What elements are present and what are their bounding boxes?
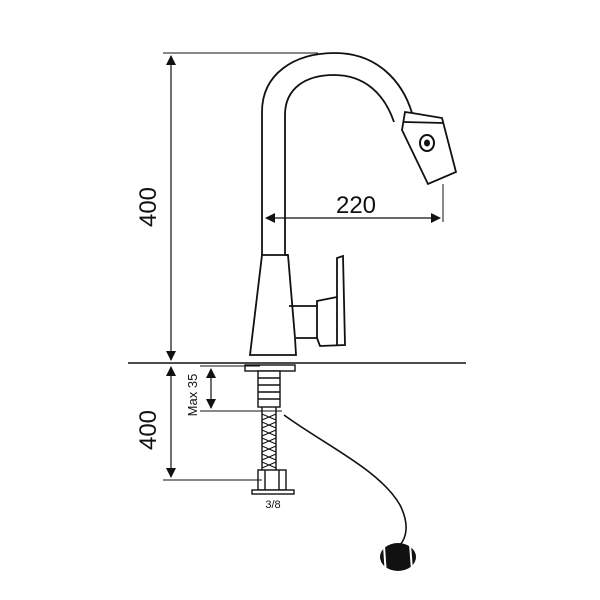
max-thickness-label: Max 35 (185, 374, 200, 417)
reach-dimension-label: 220 (336, 192, 376, 219)
hose-dimension-label: 400 (135, 410, 162, 450)
spout-outer (261, 52, 413, 255)
faucet-base (248, 254, 297, 356)
handle-lever (289, 254, 346, 347)
mounting-assembly (244, 364, 296, 495)
mounting-nut (257, 370, 281, 408)
hose-weight (380, 543, 416, 577)
hose-connector (257, 469, 287, 491)
faucet-body (248, 52, 458, 356)
connection-size-label: 3/8 (265, 499, 280, 511)
spray-button-icon (419, 134, 435, 152)
height-dimension-label: 400 (135, 187, 162, 227)
spray-head (401, 110, 458, 186)
pull-out-hose (283, 414, 407, 546)
spout-inner (284, 74, 395, 255)
